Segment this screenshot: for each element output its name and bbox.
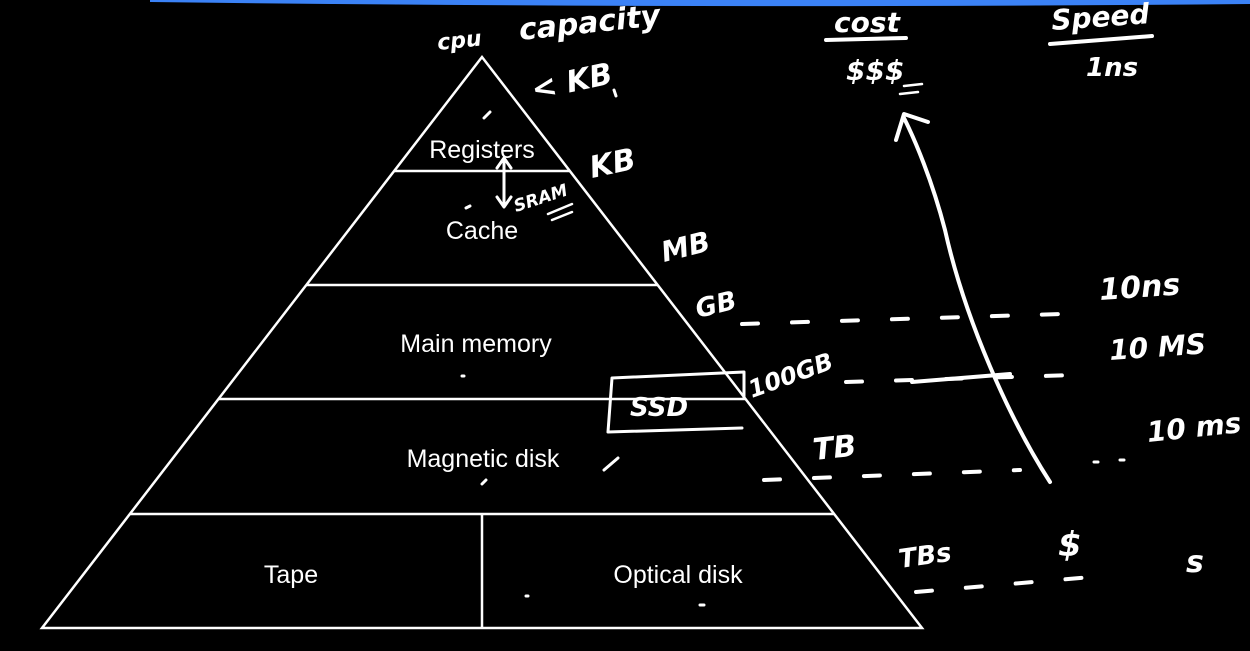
level-registers: Registers <box>429 136 535 164</box>
ssd-label: SSD <box>630 393 688 423</box>
cpu-label: cpu <box>436 26 483 56</box>
cost-header: cost <box>834 6 902 39</box>
level-optical-disk: Optical disk <box>613 561 743 589</box>
ssd-box <box>606 370 746 434</box>
level-cache: Cache <box>446 217 518 245</box>
capacity-ssd: 100GB <box>744 347 836 403</box>
capacity-main-memory: MB <box>658 225 714 269</box>
sram-label: SRAM <box>511 181 570 217</box>
cost-bottom-value: $ <box>1058 525 1082 565</box>
speed-header: Speed <box>1050 0 1151 37</box>
capacity-tape: TBs <box>897 538 954 575</box>
guide-gb <box>740 312 1062 326</box>
cost-arrow <box>894 112 1052 484</box>
pen-marks <box>460 88 706 607</box>
cost-top-value: $$$ <box>846 54 904 87</box>
speed-ssd: 10 MS <box>1108 327 1207 367</box>
speed-top-value: 1ns <box>1086 53 1138 83</box>
sram-underline <box>546 202 574 222</box>
capacity-cache: KB <box>586 142 638 186</box>
level-main-memory: Main memory <box>400 330 552 358</box>
level-tape: Tape <box>264 561 318 589</box>
guide-tb <box>762 468 1022 482</box>
sram-arrow <box>495 156 513 209</box>
capacity-registers: < KB <box>528 57 615 108</box>
level-magnetic-disk: Magnetic disk <box>407 445 560 473</box>
cost-top-marks <box>898 82 924 96</box>
top-bar <box>150 0 1250 7</box>
capacity-gb: GB <box>692 286 739 325</box>
speed-disk: 10 ms <box>1145 406 1242 449</box>
cost-underline <box>824 36 908 42</box>
guide-tbs <box>914 574 1106 594</box>
speed-main-memory: 10ns <box>1098 267 1181 308</box>
speed-underline <box>1048 34 1154 46</box>
capacity-disk: TB <box>811 429 858 468</box>
guide-tb-dots <box>1092 458 1126 464</box>
capacity-header: capacity <box>517 0 663 48</box>
speed-tape: s <box>1186 545 1204 580</box>
